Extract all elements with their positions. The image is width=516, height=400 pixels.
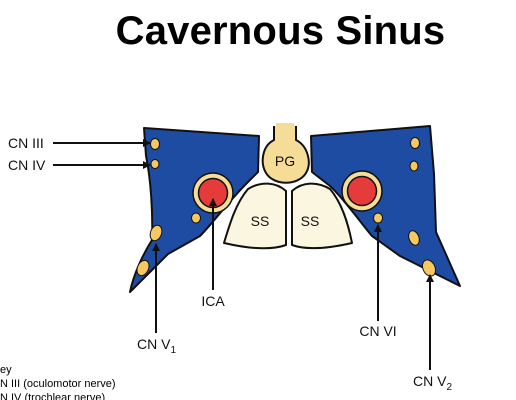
cnv1-label: CN V1 [137,336,176,356]
cnv2-label-sub: 2 [446,382,452,393]
sphenoid-sinus-right [291,182,353,250]
ss-right-label: SS [301,213,320,229]
key-line-cn3: N III (oculomotor nerve) [0,378,116,390]
pg-label: PG [275,153,295,169]
sphenoid-sinus-left [223,182,287,250]
cn6-label: CN VI [359,323,396,339]
cnv2-label-main: CN V [413,373,447,389]
left-cn6-nerve [191,212,201,224]
title-text: Cavernous Sinus [115,9,446,53]
left-cn4-nerve [150,159,160,169]
right-cn3-nerve [410,137,420,149]
cn4-label: CN IV [8,157,46,173]
right-cnv1-nerve [408,230,420,246]
diagram-title: Cavernous Sinus [0,2,516,60]
key-line-cn4: N IV (trochlear nerve) [0,392,106,400]
ica-label: ICA [201,293,225,309]
left-cnv2-nerve [136,259,150,277]
right-cn6-nerve [373,212,383,224]
right-cn4-nerve [409,160,419,172]
cn3-label: CN III [8,135,44,151]
cnv2-label: CN V2 [413,373,452,393]
key-heading: ey [0,364,12,376]
ss-left-label: SS [251,213,270,229]
cnv1-label-sub: 1 [170,345,176,356]
cnv1-label-main: CN V [137,336,171,352]
right-ica-inner [346,175,378,207]
pituitary-gland [261,126,310,184]
left-cn3-nerve [150,138,160,150]
left-cnv1-nerve [149,224,163,242]
right-cavernous-sinus [310,125,461,287]
